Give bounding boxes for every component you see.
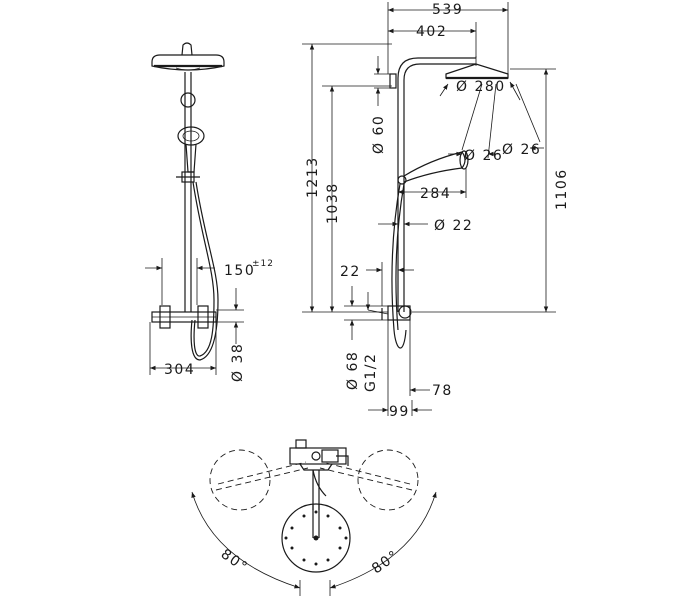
dim-head-height-label: 1106 <box>554 168 570 210</box>
front-view: 150 ±12 304 Ø 38 <box>145 42 274 382</box>
front-riser-pipe <box>180 72 196 312</box>
dim-escutcheon-diameter-label: Ø 68 <box>345 351 361 390</box>
side-hose <box>391 183 407 349</box>
dim-total-height-label: 1213 <box>305 156 321 198</box>
dim-mixer-width-label: 304 <box>164 362 195 378</box>
rotation-arc-right: 80° <box>329 491 437 589</box>
top-shower-head <box>281 503 351 573</box>
front-hose <box>192 181 215 357</box>
dim-outlet-height: 1038 <box>322 85 392 312</box>
dim-overall-width-label: 539 <box>432 2 463 18</box>
top-swivel-arm <box>312 469 327 510</box>
dim-rail-diameter-label: Ø 22 <box>434 218 473 234</box>
dim-rail-diameter: Ø 22 <box>378 218 473 234</box>
dim-centres: 150 ±12 <box>145 258 274 305</box>
swing-circle-right <box>357 449 419 511</box>
front-hand-shower <box>176 126 205 183</box>
dim-arm-length: 402 <box>388 22 477 58</box>
front-thermostat-mixer <box>151 305 217 329</box>
dim-arm-length-label: 402 <box>416 24 447 40</box>
dim-head-diameter: Ø 280 <box>439 79 521 101</box>
dim-mixer-width: 304 <box>149 322 217 378</box>
dim-wall-offset-label: 22 <box>340 264 361 280</box>
dim-mixer-depth-b: 99 <box>368 400 432 420</box>
dim-mixer-depth-b-label: 99 <box>389 404 410 420</box>
side-mixer <box>381 305 412 321</box>
swing-circle-left <box>209 449 271 511</box>
dim-hand-shower-length: 284 <box>398 168 467 202</box>
rotation-left-label: 80° <box>218 546 251 576</box>
front-shower-head <box>151 42 225 71</box>
dim-outlet-height-label: 1038 <box>325 182 341 224</box>
top-mixer <box>289 439 349 471</box>
side-view: 539 402 Ø 280 Ø 60 1213 <box>302 2 570 420</box>
rotation-arc-left: 80° <box>191 491 301 589</box>
top-view: 80° 80° <box>191 439 437 596</box>
side-hand-shower <box>397 150 469 185</box>
dim-escutcheon-diameter: Ø 68 <box>344 286 388 390</box>
dim-hand-shower-length-label: 284 <box>420 186 451 202</box>
dim-head-height: 1106 <box>412 68 570 313</box>
dim-mixer-depth-a: 78 <box>387 320 453 416</box>
dim-wall-offset: 22 <box>340 262 414 306</box>
side-shower-head <box>445 63 509 80</box>
dim-connection-thread-label: G1/2 <box>363 353 379 392</box>
dim-mixer-body-label: Ø 38 <box>230 343 246 382</box>
dim-mixer-depth-a-label: 78 <box>432 383 453 399</box>
dim-centres-tolerance: ±12 <box>252 259 274 269</box>
dim-total-height: 1213 <box>302 43 392 313</box>
dim-mixer-body: Ø 38 <box>216 288 246 382</box>
dim-rosette-diameter-label: Ø 60 <box>371 115 387 154</box>
dim-hand-shower-diameter-b: Ø 26 <box>502 142 541 158</box>
dim-rosette-diameter: Ø 60 <box>371 56 392 154</box>
dim-connection-thread: G1/2 <box>363 292 389 392</box>
dim-hand-shower-diameter: Ø 26 Ø 26 <box>448 83 544 164</box>
dim-hand-shower-diameter-a: Ø 26 <box>464 148 503 164</box>
dim-overall-width: 539 <box>387 2 509 74</box>
dim-head-diameter-label: Ø 280 <box>456 79 506 95</box>
dim-centres-label: 150 <box>224 263 255 279</box>
